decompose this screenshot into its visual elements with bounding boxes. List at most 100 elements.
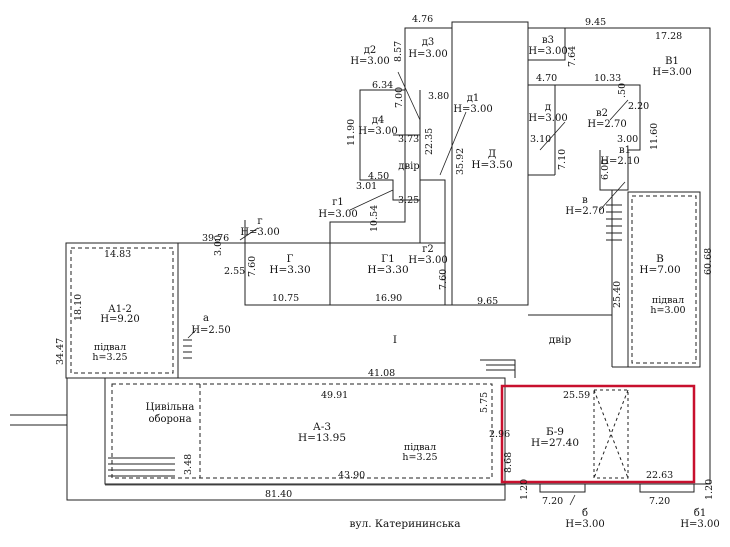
- room-b9-height: Н=27.40: [531, 437, 579, 449]
- room-asmall-name: а: [203, 313, 209, 324]
- room-bsmall-name: б: [582, 508, 588, 519]
- leader-d2: [397, 71, 421, 121]
- room-v-basement-h: h=3.00: [650, 305, 685, 316]
- leader-a: [187, 329, 197, 339]
- room-a12-basement: підвал: [94, 342, 126, 353]
- dim-3-48: 3.48: [183, 454, 194, 475]
- porch-b1: [639, 484, 695, 493]
- dim-8-68: 8.68: [503, 452, 514, 473]
- dim-7-20: 7.20: [542, 496, 563, 507]
- room-vsmall-name: в: [582, 195, 588, 206]
- dim-16-90: 16.90: [375, 293, 402, 304]
- dim-39-76: 39.76: [202, 233, 229, 244]
- dim-3-80: 3.80: [428, 91, 449, 102]
- room-g1small-height: Н=3.00: [318, 209, 357, 220]
- wall-a3-inner: [111, 383, 493, 479]
- leader-v: [599, 181, 626, 211]
- dim-2-96: 2.96: [489, 429, 510, 440]
- dim-7-60: 7.60: [247, 256, 258, 277]
- room-dsmall-name: д: [545, 102, 551, 113]
- room-a12-name: А1-2: [108, 304, 132, 315]
- room-gsmall-height: Н=3.00: [240, 227, 279, 238]
- dim-3-00: 3.00: [617, 134, 638, 145]
- room-b9-name: Б-9: [546, 426, 564, 438]
- dim-5-75: 5.75: [479, 392, 490, 413]
- dim-25-40: 25.40: [612, 281, 623, 308]
- dim-81-40: 81.40: [265, 489, 292, 500]
- room-d1-name: д1: [467, 93, 480, 104]
- room-d2-height: Н=3.00: [350, 56, 389, 67]
- dim-7-64: 7.64: [567, 46, 578, 67]
- room-g2small-name: г2: [422, 244, 434, 255]
- room-v1small-name: в1: [619, 145, 631, 156]
- dim-11-90: 11.90: [346, 119, 357, 146]
- room-d2-name: д2: [364, 45, 377, 56]
- wall-a3: [104, 377, 506, 485]
- room-g-name: Г: [287, 253, 294, 265]
- civil-defense-2: оборона: [148, 414, 191, 425]
- room-a12-height: Н=9.20: [100, 314, 139, 325]
- wall-a12-inner: [70, 247, 174, 374]
- room-g1-height: Н=3.30: [367, 264, 408, 276]
- room-g-height: Н=3.30: [269, 264, 310, 276]
- room-b1small-height: Н=3.00: [680, 519, 719, 530]
- room-b1small-name: б1: [694, 508, 706, 519]
- courtyard-label: I: [393, 334, 397, 346]
- room-d3-height: Н=3.00: [408, 49, 447, 60]
- room-gsmall-name: г: [257, 216, 262, 227]
- room-g2small-height: Н=3.00: [408, 255, 447, 266]
- room-v-height: Н=7.00: [639, 264, 680, 276]
- leader-d1: [439, 111, 467, 176]
- dim-10-75: 10.75: [272, 293, 299, 304]
- room-d1-height: Н=3.00: [453, 104, 492, 115]
- yard-label: двір: [549, 334, 572, 346]
- dim-7-20b: 7.20: [649, 496, 670, 507]
- room-labels: А1-2 Н=9.20 підвал h=3.25 Цивільна оборо…: [92, 35, 719, 530]
- stairs-a: [183, 339, 192, 359]
- b9-cross1: [593, 389, 629, 479]
- dim-60-68: 60.68: [703, 248, 714, 275]
- inner-yard-label: двір: [398, 161, 419, 172]
- dim-1-20b: 1.20: [704, 479, 715, 500]
- wall-d-building: [451, 28, 529, 306]
- dim-3-10: 3.10: [530, 134, 551, 145]
- civil-defense-1: Цивільна: [146, 402, 195, 413]
- room-v2small-name: в2: [596, 108, 608, 119]
- wall-right-wing: [527, 28, 566, 61]
- leader-g: [239, 227, 259, 241]
- wall-b9: [500, 384, 696, 484]
- dim-1-20: 1.20: [519, 479, 530, 500]
- dim-4-50: 4.50: [368, 171, 389, 182]
- room-dsmall-height: Н=3.00: [528, 113, 567, 124]
- dim-6-34: 6.34: [372, 80, 393, 91]
- room-v1-height: Н=3.00: [652, 67, 691, 78]
- dim-9-65: 9.65: [477, 296, 498, 307]
- dim-11-60: 11.60: [649, 123, 660, 150]
- dim-41-08: 41.08: [368, 368, 395, 379]
- dim-10-33: 10.33: [594, 73, 621, 84]
- dim-9-45: 9.45: [585, 17, 606, 28]
- room-bsmall-height: Н=3.00: [565, 519, 604, 530]
- dim-22-63: 22.63: [646, 470, 673, 481]
- dim-7-00: 7.00: [394, 87, 405, 108]
- wall-left-annex: [10, 414, 67, 426]
- leader-v2: [609, 99, 629, 121]
- dim-6-00: 6.00: [600, 159, 611, 180]
- outline-main: [65, 21, 711, 501]
- room-asmall-height: Н=2.50: [191, 325, 230, 336]
- room-vsmall-height: Н=2.70: [565, 206, 604, 217]
- dim-49-91: 49.91: [321, 390, 348, 401]
- dim-43-90: 43.90: [338, 470, 365, 481]
- stairs-yard: [480, 359, 516, 378]
- dim-3-01: 3.01: [356, 181, 377, 192]
- room-a3-basement-h: h=3.25: [402, 452, 437, 463]
- wall-v: [627, 191, 701, 368]
- room-g1small-name: г1: [332, 197, 344, 208]
- wall-v2: [528, 84, 641, 316]
- stairs-v: [606, 204, 622, 241]
- street-label: вул. Катерининська: [350, 518, 461, 530]
- dim-3-25: 3.25: [398, 195, 419, 206]
- room-g1-name: Г1: [381, 253, 395, 265]
- dim-10-54: 10.54: [369, 205, 380, 232]
